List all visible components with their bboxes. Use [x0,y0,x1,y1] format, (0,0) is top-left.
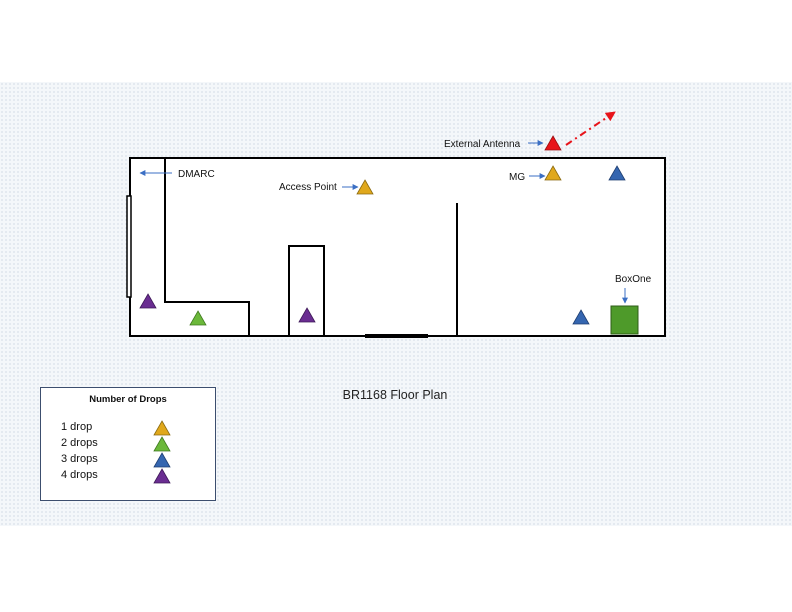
legend-row-3-drops: 3 drops [61,452,201,468]
external-antenna-triangle [544,135,562,151]
legend-row-4-drops: 4 drops [61,468,201,484]
legend-title: Number of Drops [89,394,167,405]
legend-row-1-drop: 1 drop [61,420,201,436]
legend-triangle-3-drops [153,452,171,468]
dmarc-label: DMARC [178,169,215,180]
boxone-equipment [610,305,639,335]
legend-label: 4 drops [61,469,98,481]
drop-4-closet [298,307,316,323]
dmarc-wall-panel [126,195,132,298]
drop-4-left [139,293,157,309]
legend-triangle-1-drop [153,420,171,436]
access-point-drop-1 [356,179,374,195]
legend-triangle-2-drops [153,436,171,452]
mg-drop-1 [544,165,562,181]
antenna-signal-line [565,111,616,146]
drop-2-room [189,310,207,326]
building-outline [129,157,666,337]
access-point-label: Access Point [279,182,337,193]
legend-label: 3 drops [61,453,98,465]
inner-room-wall [164,158,250,336]
legend-triangle-4-drops [153,468,171,484]
legend-row-2-drops: 2 drops [61,436,201,452]
drop-3-top-right [608,165,626,181]
floor-plan-title: BR1168 Floor Plan [342,388,448,402]
closet-wall [288,245,325,336]
mg-label: MG [509,172,525,183]
boxone-label: BoxOne [615,274,652,285]
drop-3-bottom-right [572,309,590,325]
legend-label: 1 drop [61,421,93,433]
legend-box: Number of Drops 1 drop 2 drops 3 drops 4… [40,387,216,501]
external-antenna-label: External Antenna [444,139,521,150]
legend-label: 2 drops [61,437,98,449]
